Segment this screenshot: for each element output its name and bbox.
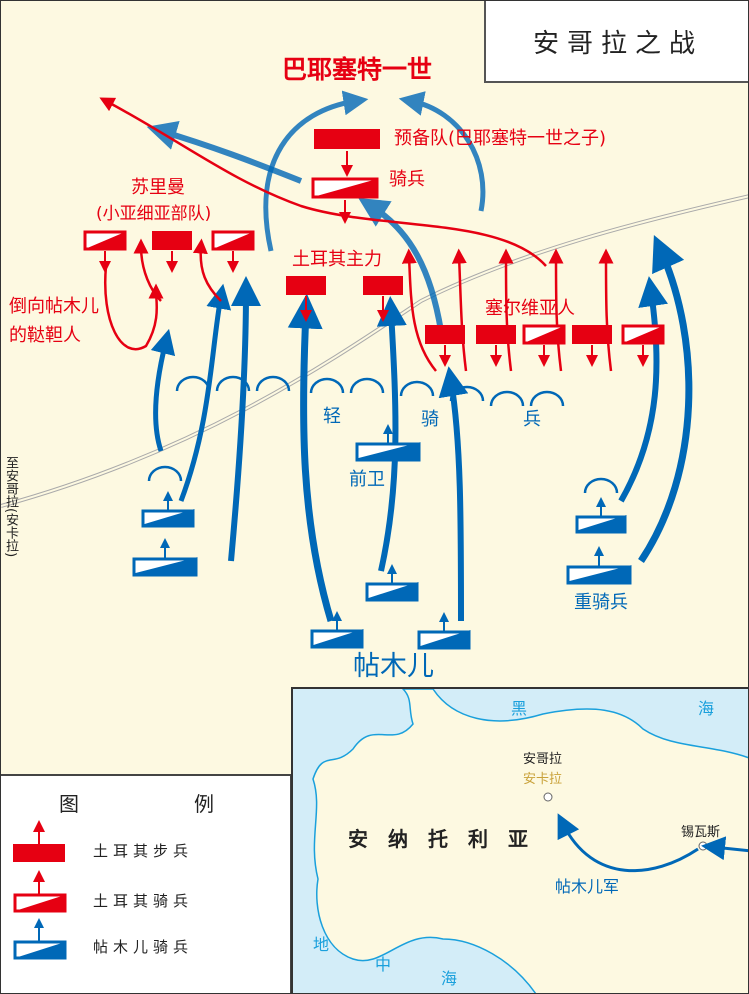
label-sivas: 锡瓦斯 [681, 825, 721, 840]
label-ankara-modern: 安卡拉 [523, 772, 563, 787]
label-tatars-1: 倒向帖木儿 [9, 296, 99, 317]
ottoman-reserve-cavalry [311, 177, 379, 199]
label-heavy-cavalry: 重骑兵 [574, 592, 628, 613]
timur-cavalry [417, 612, 471, 650]
label-light-3: 兵 [523, 409, 541, 430]
ottoman-cavalry [211, 230, 255, 251]
label-serbians: 塞尔维亚人 [485, 298, 575, 319]
label-med-2: 中 [375, 955, 392, 974]
legend-label: 土耳其骑兵 [93, 892, 194, 910]
legend: 图 例 土耳其步兵 土耳其骑兵 帖木儿骑兵 [1, 774, 292, 993]
legend-symbols [13, 820, 67, 960]
label-to-ankara: 至安哥拉(安卡拉) [3, 456, 18, 558]
label-anatolia: 安 纳 托 利 亚 [348, 827, 528, 851]
label-ankara: 安哥拉 [523, 752, 563, 767]
ottoman-cavalry [83, 230, 127, 251]
timur-units [132, 424, 632, 650]
serbian-infantry [425, 325, 465, 344]
legend-label: 帖木儿骑兵 [93, 938, 194, 956]
sivas-marker [698, 841, 708, 851]
label-suleiman-sub: (小亚细亚部队) [96, 204, 212, 224]
inset-map: 黑 海 安哥拉 安卡拉 安 纳 托 利 亚 锡瓦斯 帖木儿军 地 中 海 [291, 687, 748, 993]
ankara-marker [543, 792, 553, 802]
ottoman-infantry [286, 276, 326, 295]
label-black-sea-1: 黑 [511, 699, 528, 718]
legend-timur-cavalry-symbol [13, 918, 67, 960]
label-reserve: 预备队(巴耶塞特一世之子) [394, 128, 607, 149]
label-cavalry: 骑兵 [389, 169, 425, 190]
label-light-2: 骑 [421, 409, 439, 430]
timur-heavy-cavalry [575, 497, 627, 534]
timur-army-arrow [557, 813, 699, 873]
label-timur: 帖木儿 [353, 651, 434, 682]
label-black-sea-2: 海 [698, 699, 715, 718]
label-med-1: 地 [313, 935, 330, 954]
ottoman-infantry [363, 276, 403, 295]
legend-ottoman-cavalry-symbol [13, 870, 67, 913]
timur-cavalry-arrows [146, 90, 693, 623]
label-tatars-2: 的鞑靼人 [9, 325, 81, 346]
timur-heavy-cavalry [566, 546, 632, 585]
label-bayezid: 巴耶塞特一世 [282, 55, 433, 84]
ottoman-infantry [152, 231, 192, 250]
timur-vanguard [355, 424, 421, 462]
ottoman-movements [99, 97, 614, 372]
label-timur-army: 帖木儿军 [555, 877, 620, 896]
serbian-cavalry [621, 324, 665, 345]
timur-cavalry [310, 611, 364, 649]
unit-arrows [99, 151, 649, 367]
label-ottoman-main: 土耳其主力 [292, 249, 382, 270]
label-vanguard: 前卫 [349, 469, 385, 490]
ottoman-reserve-infantry [314, 129, 380, 149]
light-cavalry [147, 375, 619, 494]
serbian-infantry [572, 325, 612, 344]
timur-cavalry [141, 491, 195, 528]
label-light-1: 轻 [323, 406, 341, 427]
timur-cavalry [365, 564, 419, 602]
serbian-cavalry [522, 324, 566, 345]
inset-geography [293, 689, 748, 993]
anatolia-land [312, 689, 748, 993]
legend-label: 土耳其步兵 [93, 842, 194, 860]
label-suleiman: 苏里曼 [131, 177, 185, 198]
legend-infantry-symbol [13, 820, 65, 862]
serbian-infantry [476, 325, 516, 344]
legend-title-2: 例 [194, 792, 214, 816]
timur-cavalry [132, 538, 198, 577]
label-med-3: 海 [441, 969, 458, 988]
map-title: 安哥拉之战 [484, 1, 748, 83]
legend-title-1: 图 [59, 792, 79, 816]
ottoman-units [83, 129, 665, 345]
